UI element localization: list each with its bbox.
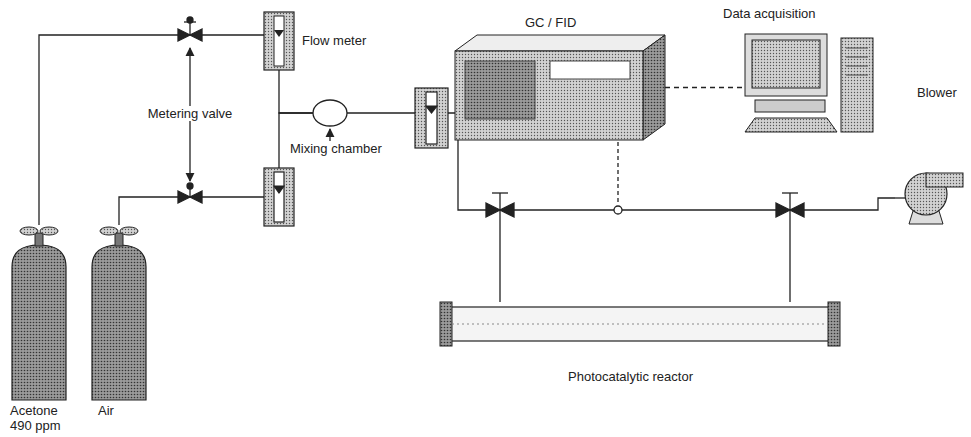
node-label: Mixing chamber — [290, 142, 382, 157]
photocatalytic-reactor-shape — [440, 302, 840, 346]
computer-shape — [745, 34, 875, 134]
leader-line — [329, 129, 330, 141]
gas-cylinder: Acetone 490 ppm — [8, 225, 70, 400]
gas-cylinder-shape — [8, 225, 70, 400]
computer: Data acquisition — [745, 34, 875, 134]
flow-meter: Flow meter — [264, 12, 294, 70]
gc-fid-instrument-shape — [455, 35, 665, 140]
sampling-line — [617, 142, 618, 205]
blower-shape — [895, 170, 963, 226]
node-label: Flow meter — [302, 34, 366, 49]
gas-line — [119, 113, 313, 225]
flow-meter-symbol — [264, 88, 448, 226]
node-label: Blower — [917, 86, 957, 101]
gas-cylinder-shape — [88, 225, 150, 400]
node-label: Air — [98, 404, 114, 419]
three-way-valve-symbol — [486, 193, 804, 217]
node-label: Acetone 490 ppm — [10, 404, 72, 434]
photocatalytic-reactor: Photocatalytic reactor — [440, 302, 840, 346]
node-label: GC / FID — [525, 16, 576, 31]
mixing-chamber-shape — [313, 100, 347, 126]
gc-fid-instrument: GC / FID — [455, 35, 665, 140]
gas-line — [279, 70, 313, 113]
sampling-port — [614, 206, 622, 214]
flow-meter-shape — [264, 12, 294, 70]
gas-line — [790, 198, 895, 302]
blower: Blower — [895, 170, 963, 226]
bypass-line — [500, 209, 790, 210]
callout-label: Metering valve — [146, 106, 235, 121]
signal-line — [665, 87, 745, 88]
node-label: Photocatalytic reactor — [568, 370, 693, 385]
gas-cylinder: Air — [88, 225, 150, 400]
node-label: Data acquisition — [723, 7, 816, 22]
mixing-chamber: Mixing chamber — [313, 100, 347, 126]
